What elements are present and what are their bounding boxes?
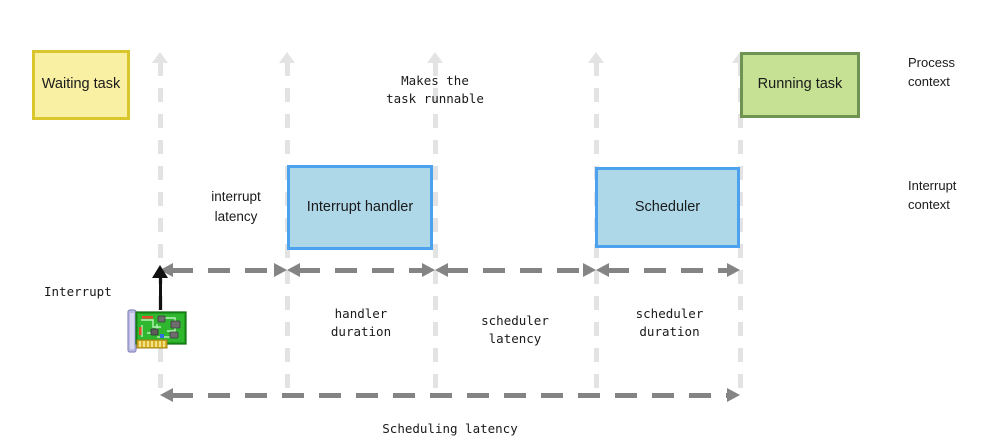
pci-card-icon	[127, 307, 189, 355]
arrow-shaft	[607, 268, 729, 273]
process-context-label: Process context	[908, 55, 955, 89]
guide-arrowhead-3	[427, 52, 443, 63]
arrow-head-right	[583, 263, 596, 277]
running-task-label: Running task	[757, 76, 843, 93]
arrow-head-right	[727, 263, 740, 277]
arrow-shaft	[171, 393, 729, 398]
arrow-head-left	[596, 263, 609, 277]
interrupt-arrowhead	[152, 265, 168, 278]
arrow-head-right	[274, 263, 287, 277]
scheduler-label: Scheduler	[634, 198, 701, 215]
makes-task-runnable-label: Makes the task runnable	[386, 73, 484, 107]
waiting-task-label: Waiting task	[41, 76, 121, 93]
guide-arrowhead-2	[279, 52, 295, 63]
arrow-shaft	[446, 268, 585, 273]
interrupt-label: Interrupt	[44, 284, 112, 299]
interrupt-context-label: Interrupt context	[908, 178, 957, 212]
running-task-box[interactable]: Running task	[740, 52, 860, 118]
interrupt-handler-label: Interrupt handler	[306, 198, 414, 215]
guide-line-5	[737, 62, 743, 392]
guide-arrowhead-4	[588, 52, 604, 63]
scheduler-latency-label: scheduler latency	[481, 313, 549, 347]
guide-line-3	[432, 62, 438, 392]
handler-duration-label: handler duration	[330, 306, 392, 340]
waiting-task-box[interactable]: Waiting task	[32, 50, 130, 120]
interrupt-latency-arrow	[160, 261, 287, 279]
arrow-head-left	[287, 263, 300, 277]
scheduler-duration-label: scheduler duration	[635, 306, 704, 340]
arrow-head-left	[160, 388, 173, 402]
scheduler-latency-arrow	[435, 261, 596, 279]
interrupt-arrow-shaft	[158, 277, 162, 310]
scheduling-latency-label: Scheduling latency	[382, 421, 518, 436]
handler-duration-arrow	[287, 261, 435, 279]
interrupt-handler-box[interactable]: Interrupt handler	[287, 165, 433, 250]
arrow-shaft	[171, 268, 276, 273]
interrupt-latency-label: interrupt latency	[211, 189, 261, 224]
guide-line-1	[157, 62, 163, 392]
guide-arrowhead-1	[152, 52, 168, 63]
scheduling-latency-arrow	[160, 386, 740, 404]
arrow-head-right	[422, 263, 435, 277]
scheduler-box[interactable]: Scheduler	[595, 167, 740, 248]
arrow-shaft	[298, 268, 424, 273]
scheduler-duration-arrow	[596, 261, 740, 279]
arrow-head-left	[435, 263, 448, 277]
arrow-head-right	[727, 388, 740, 402]
